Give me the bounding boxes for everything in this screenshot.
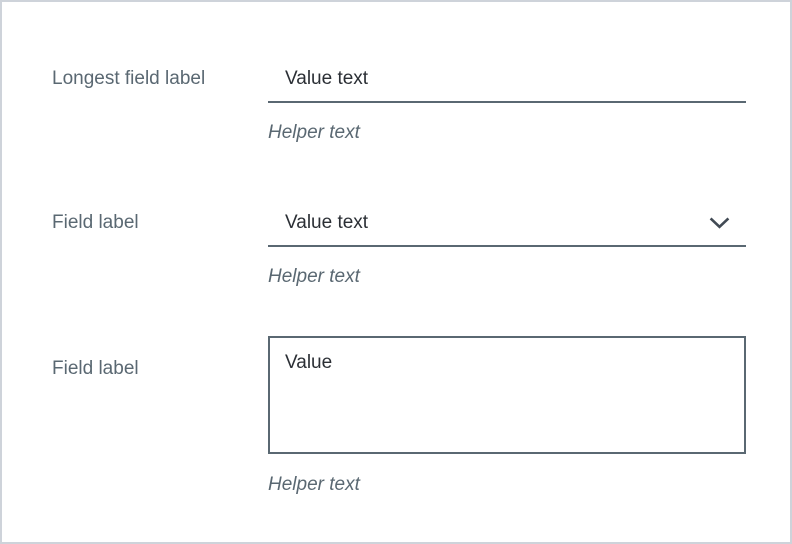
helper-text: Helper text: [268, 122, 360, 143]
field-column: Value text Helper text: [268, 210, 746, 290]
field-column: Value Helper text: [268, 336, 746, 498]
helper-text: Helper text: [268, 266, 360, 287]
field-label: Field label: [52, 358, 139, 379]
form: Longest field label Helper text Field la…: [2, 2, 790, 498]
label-column: Field label: [52, 336, 268, 382]
select-input[interactable]: Value text: [268, 210, 746, 247]
field-label: Field label: [52, 212, 139, 233]
label-column: Field label: [52, 210, 268, 236]
chevron-down-icon[interactable]: [709, 217, 730, 229]
select-value: Value text: [285, 212, 369, 233]
helper-text: Helper text: [268, 474, 360, 495]
form-row-text-input: Longest field label Helper text: [52, 66, 790, 146]
field-label: Longest field label: [52, 68, 206, 89]
field-column: Helper text: [268, 66, 746, 146]
form-row-textarea: Field label Value Helper text: [52, 336, 790, 498]
form-row-select: Field label Value text Helper text: [52, 210, 790, 290]
textarea-input[interactable]: Value: [268, 336, 746, 454]
text-input[interactable]: [268, 66, 746, 103]
label-column: Longest field label: [52, 66, 268, 92]
